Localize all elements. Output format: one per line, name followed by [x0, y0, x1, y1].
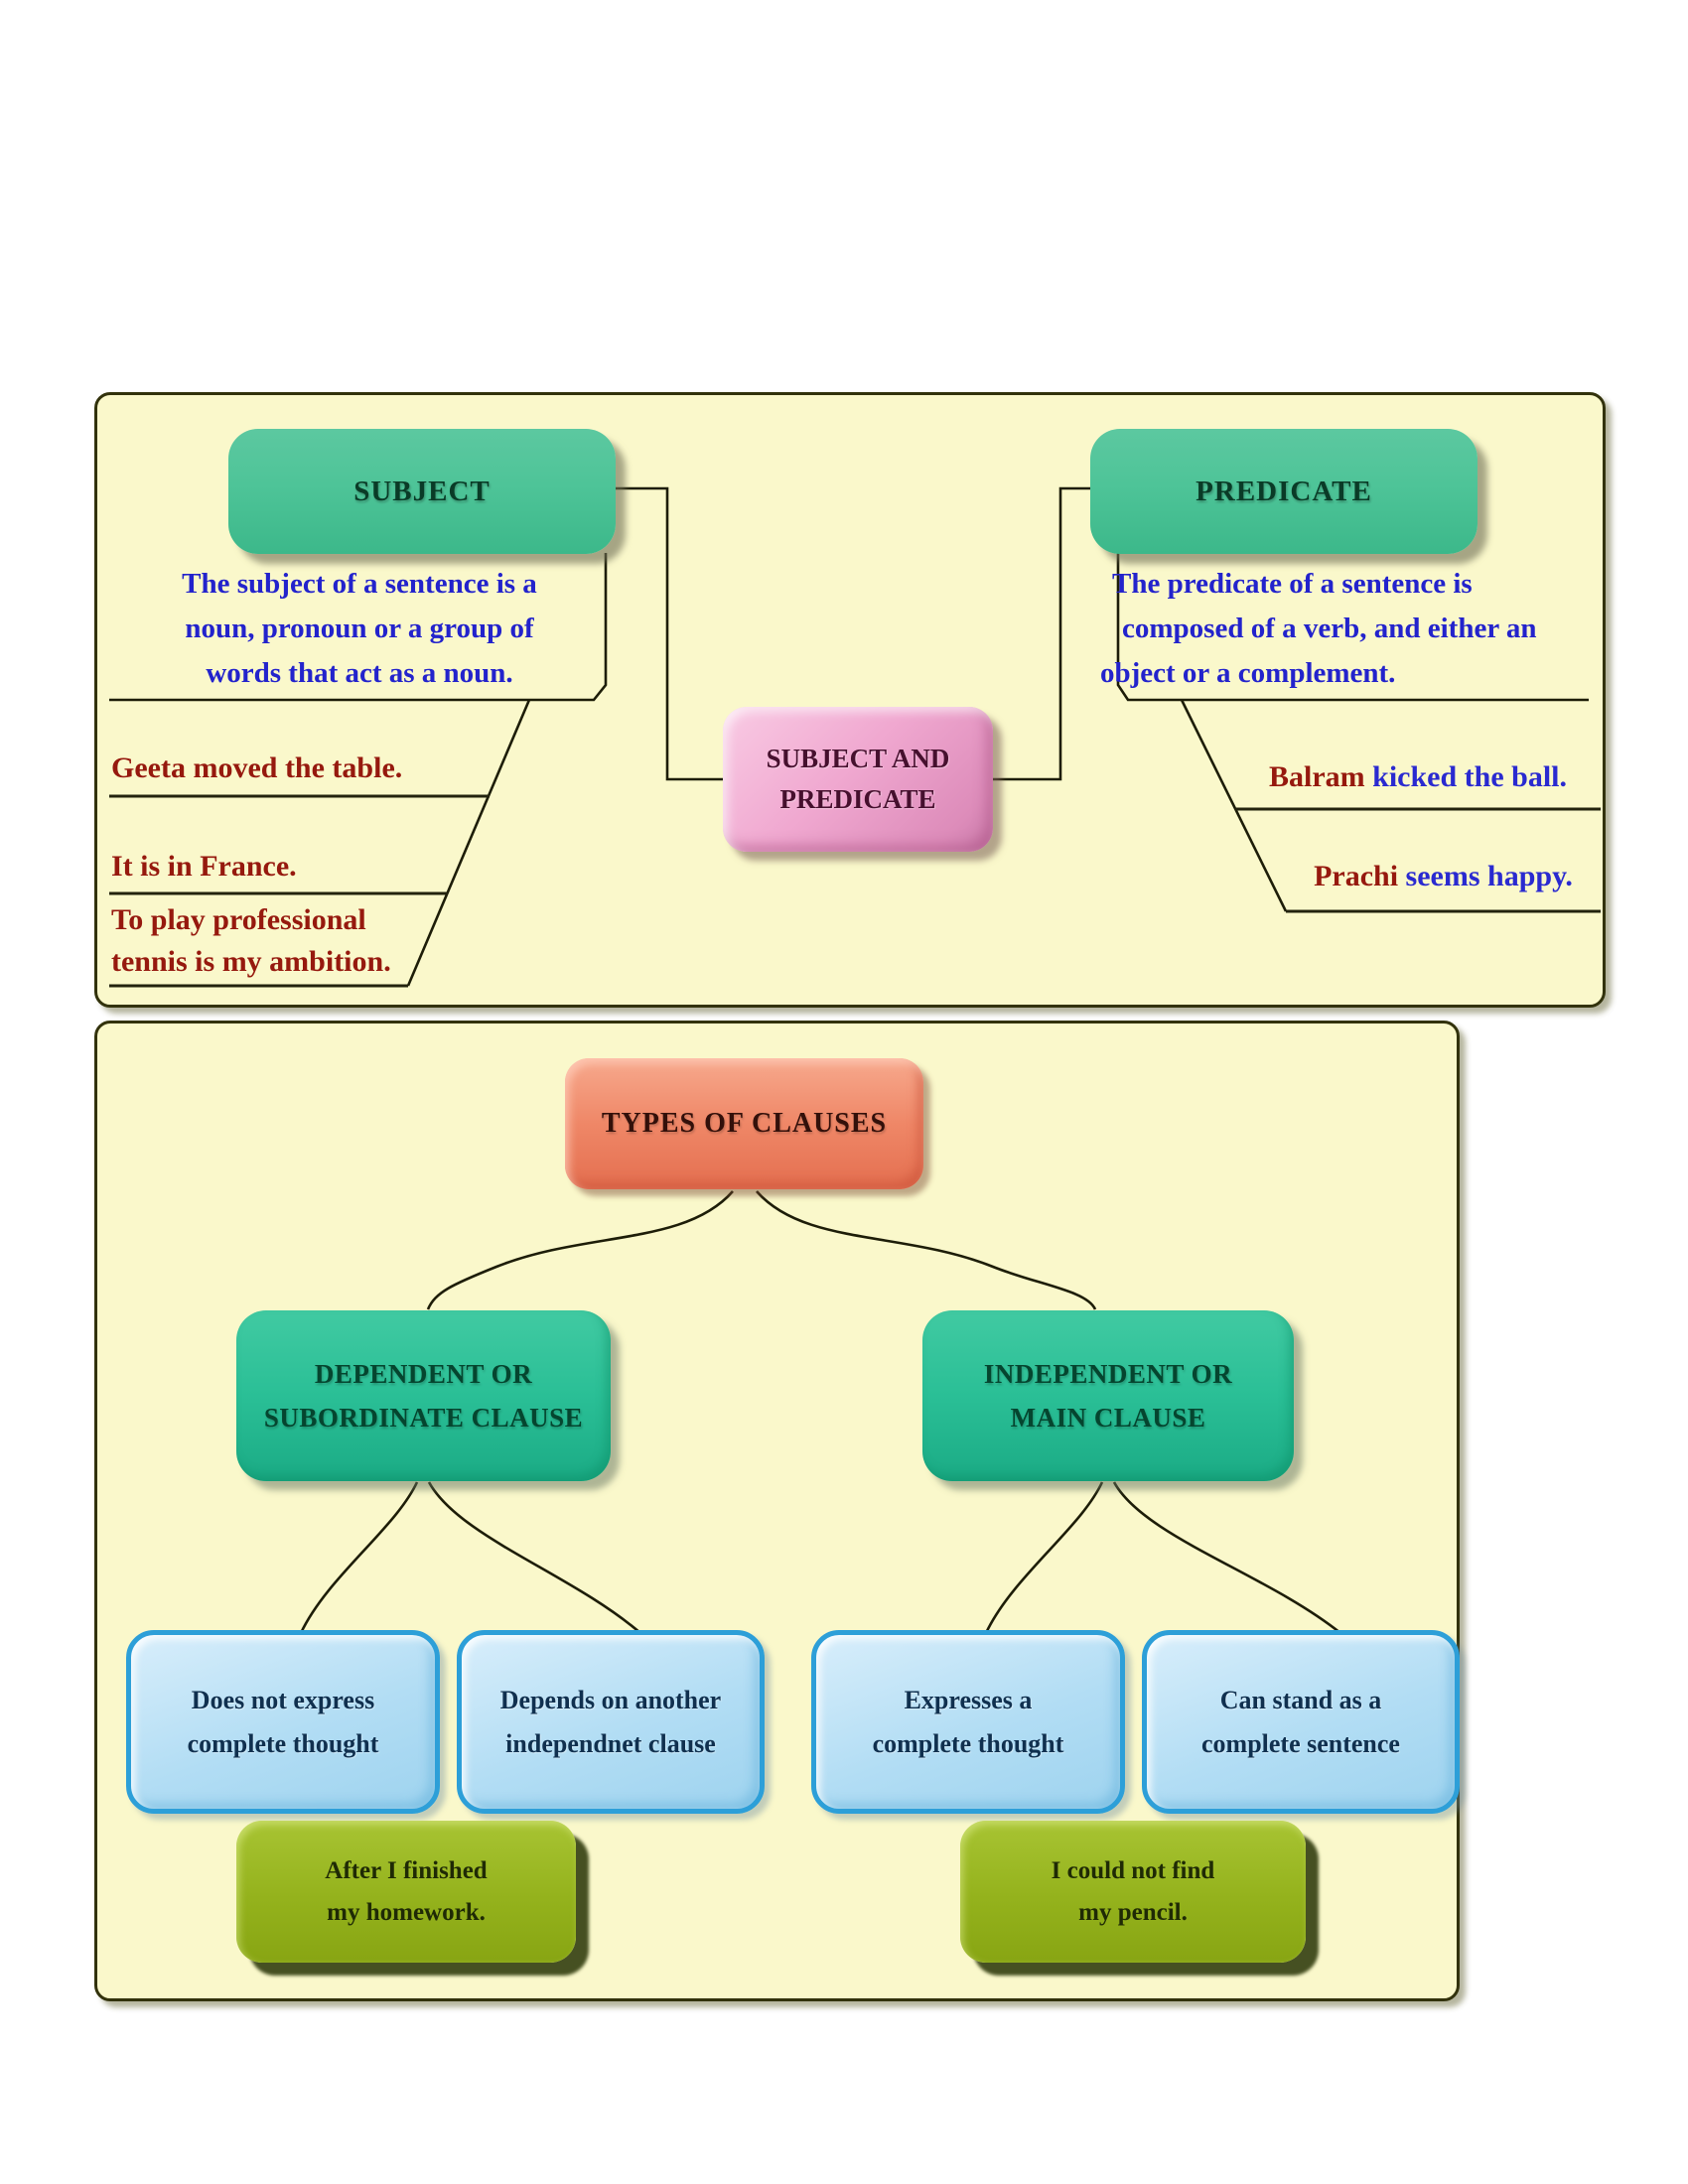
- predicate-definition-callout-border: [1116, 553, 1589, 702]
- predicate-definition: The predicate of a sentence is composed …: [1100, 562, 1589, 696]
- predicate-example-balram: Balram kicked the ball.: [1235, 760, 1601, 794]
- subject-example-tennis: To play professional tennis is my ambiti…: [111, 903, 391, 978]
- subject-example-geeta: Geeta moved the table.: [111, 751, 403, 784]
- dependent-split-right-curve: [427, 1481, 641, 1634]
- feature-can-stand-alone: Can stand as a complete sentence: [1142, 1630, 1460, 1814]
- subject-definition-callout-border: [109, 553, 608, 702]
- predicate-example-prachi: Prachi seems happy.: [1286, 860, 1601, 893]
- predicate-definition-line3: object or a complement.: [1100, 657, 1396, 689]
- subject-and-predicate-label-line2: PREDICATE: [779, 784, 936, 814]
- balram-predicate-part: kicked the ball.: [1364, 760, 1568, 793]
- types-of-clauses-label: TYPES OF CLAUSES: [601, 1108, 888, 1139]
- subject-definition-line3: words that act as a noun.: [206, 657, 513, 689]
- subject-and-predicate-node: SUBJECT AND PREDICATE: [723, 707, 993, 852]
- example-could-not-find: I could not find my pencil.: [960, 1821, 1306, 1963]
- dependent-split-left-curve: [299, 1481, 419, 1634]
- predicate-node: PREDICATE: [1090, 429, 1477, 554]
- subject-example-france: It is in France.: [111, 850, 297, 883]
- feature-does-not-express: Does not express complete thought: [126, 1630, 440, 1814]
- subject-examples-diagonal-line: [406, 699, 531, 987]
- predicate-connector-line: [993, 486, 1090, 781]
- independent-split-right-curve: [1112, 1481, 1341, 1635]
- prachi-predicate-part: seems happy.: [1398, 860, 1573, 892]
- example-after-i-finished: After I finished my homework.: [236, 1821, 576, 1963]
- subject-definition: The subject of a sentence is a noun, pro…: [117, 562, 602, 696]
- predicate-definition-line1: The predicate of a sentence is: [1112, 568, 1473, 600]
- types-of-clauses-node: TYPES OF CLAUSES: [565, 1058, 923, 1189]
- feature-expresses-complete-thought: Expresses a complete thought: [811, 1630, 1125, 1814]
- subject-definition-line2: noun, pronoun or a group of: [185, 613, 534, 644]
- subject-and-predicate-label-line1: SUBJECT AND: [766, 744, 950, 773]
- subject-node-label: SUBJECT: [353, 475, 491, 507]
- subject-connector-line: [616, 486, 723, 781]
- branch-to-independent-curve: [756, 1190, 1097, 1310]
- independent-split-left-curve: [984, 1481, 1104, 1634]
- dependent-clause-node: DEPENDENT OR SUBORDINATE CLAUSE: [236, 1310, 611, 1481]
- prachi-subject-part: Prachi: [1314, 860, 1399, 892]
- balram-subject-part: Balram: [1268, 760, 1365, 793]
- branch-to-dependent-curve: [426, 1190, 734, 1310]
- subject-definition-line1: The subject of a sentence is a: [182, 568, 537, 600]
- predicate-definition-line2: composed of a verb, and either an: [1122, 613, 1537, 644]
- predicate-node-label: PREDICATE: [1196, 475, 1372, 507]
- predicate-examples-diagonal-line: [1180, 699, 1288, 912]
- feature-depends-on-another: Depends on another independnet clause: [457, 1630, 765, 1814]
- independent-clause-node: INDEPENDENT OR MAIN CLAUSE: [922, 1310, 1294, 1481]
- subject-node: SUBJECT: [228, 429, 616, 554]
